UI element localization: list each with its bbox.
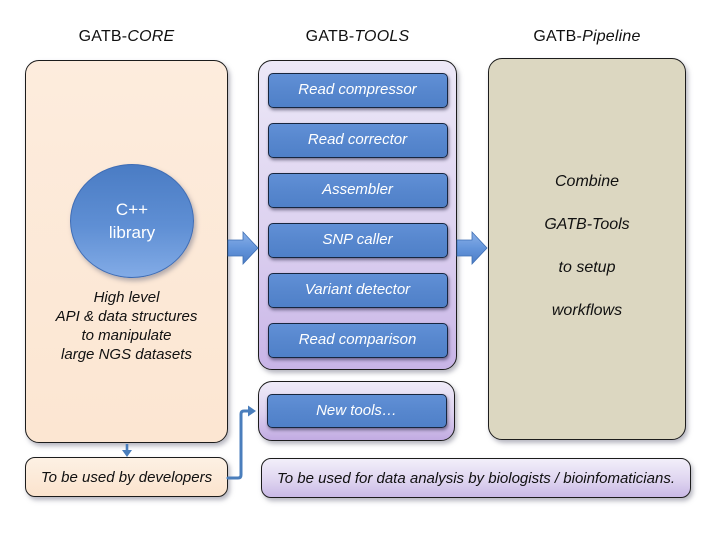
tool-variant-detector: Variant detector [267, 273, 448, 308]
title-pipeline-emph: Pipeline [582, 28, 641, 45]
pipeline-line: to setup [558, 259, 616, 276]
tools-footer-box: To be used for data analysis by biologis… [261, 458, 691, 498]
core-footer-label: To be used by developers [40, 468, 213, 486]
core-description: High level API & data structures to mani… [26, 288, 227, 364]
pipeline-description: Combine GATB-Tools to setup workflows [489, 160, 685, 332]
core-description-line: large NGS datasets [61, 346, 192, 363]
pipeline-line: GATB-Tools [544, 216, 630, 233]
pipeline-line: workflows [551, 302, 623, 319]
arrow-tools-to-pipeline-icon [456, 230, 488, 266]
title-gatb-pipeline: GATB-Pipeline [488, 28, 686, 50]
title-pipeline-prefix: GATB- [533, 28, 583, 45]
tool-assembler: Assembler [267, 173, 448, 208]
title-gatb-tools: GATB-TOOLS [258, 28, 457, 50]
title-gatb-core: GATB-CORE [25, 28, 228, 50]
gatb-core-box: C++ library High level API & data struct… [25, 60, 228, 443]
core-description-line: to manipulate [81, 327, 172, 344]
new-tools-box: New tools… [258, 381, 455, 441]
tool-new-tools: New tools… [266, 394, 447, 428]
library-label: library [108, 223, 156, 242]
tool-read-corrector: Read corrector [267, 123, 448, 158]
tool-snp-caller: SNP caller [267, 223, 448, 258]
cpp-label: C++ [115, 200, 149, 219]
title-tools-prefix: GATB- [305, 28, 355, 45]
title-core-emph: CORE [127, 28, 175, 45]
connector-developers-to-new-tools-icon [226, 409, 251, 480]
core-footer-box: To be used by developers [25, 457, 228, 497]
tool-read-compressor: Read compressor [267, 73, 448, 108]
arrow-core-to-tools-icon [227, 230, 259, 266]
title-tools-emph: TOOLS [354, 28, 410, 45]
core-description-line: API & data structures [55, 308, 198, 325]
core-description-line: High level [93, 289, 160, 306]
arrow-core-to-developers-head-icon [122, 450, 132, 457]
tool-read-comparison: Read comparison [267, 323, 448, 358]
gatb-pipeline-box: Combine GATB-Tools to setup workflows [488, 58, 686, 440]
cpp-library-circle: C++ library [70, 164, 194, 278]
connector-arrowhead-icon [248, 405, 256, 417]
gatb-tools-box: Read compressor Read corrector Assembler… [258, 60, 457, 370]
pipeline-line: Combine [554, 173, 620, 190]
title-core-prefix: GATB- [78, 28, 128, 45]
tools-footer-label: To be used for data analysis by biologis… [276, 469, 675, 487]
